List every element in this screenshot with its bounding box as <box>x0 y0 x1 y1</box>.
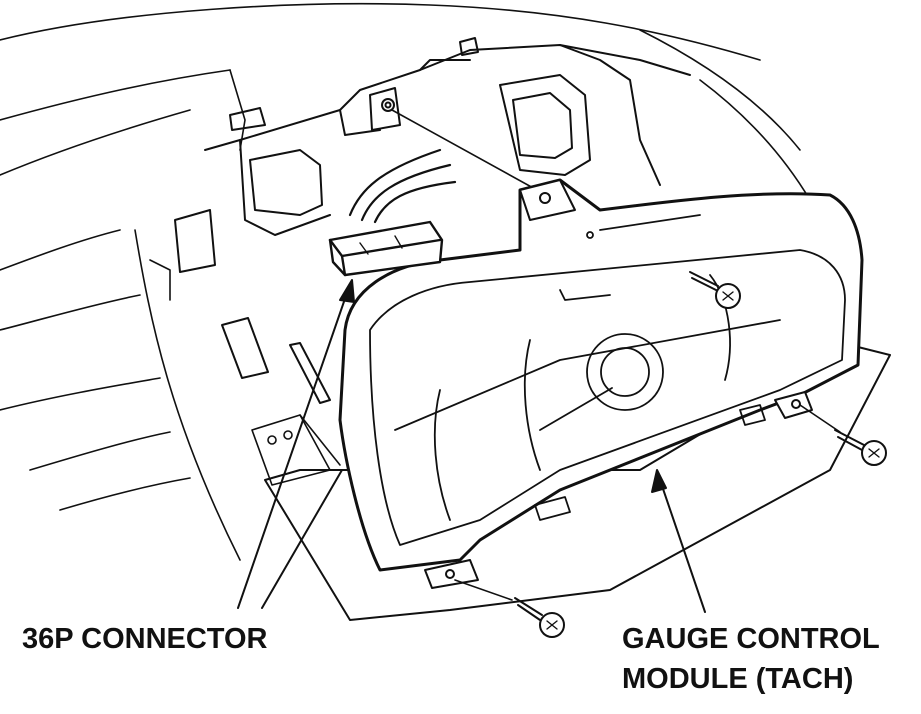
cluster-mount-tab-left <box>424 559 479 589</box>
upper-mount-hole <box>381 98 395 112</box>
gauge-callout-label-line2: MODULE (TACH) <box>622 663 854 695</box>
wire-harness <box>348 148 457 224</box>
connector-callout-arrow <box>237 279 355 609</box>
dashboard-outline <box>0 2 811 561</box>
screw-left-leader <box>454 579 513 601</box>
dash-frame <box>174 37 691 404</box>
left-side-bracket <box>251 414 341 486</box>
connector-callout-label: 36P CONNECTOR <box>22 623 268 655</box>
cluster-mount-tab-upper <box>519 179 576 221</box>
screw-upper <box>689 271 741 309</box>
gauge-callout-label-line1: GAUGE CONTROL <box>622 623 880 655</box>
gauge-cluster-detail <box>369 214 846 546</box>
gauge-callout-arrow <box>651 469 706 613</box>
cluster-mount-tab-right <box>774 391 813 419</box>
screw-left <box>514 597 565 638</box>
screw-right-leader <box>799 404 841 433</box>
36p-connector <box>328 220 444 277</box>
